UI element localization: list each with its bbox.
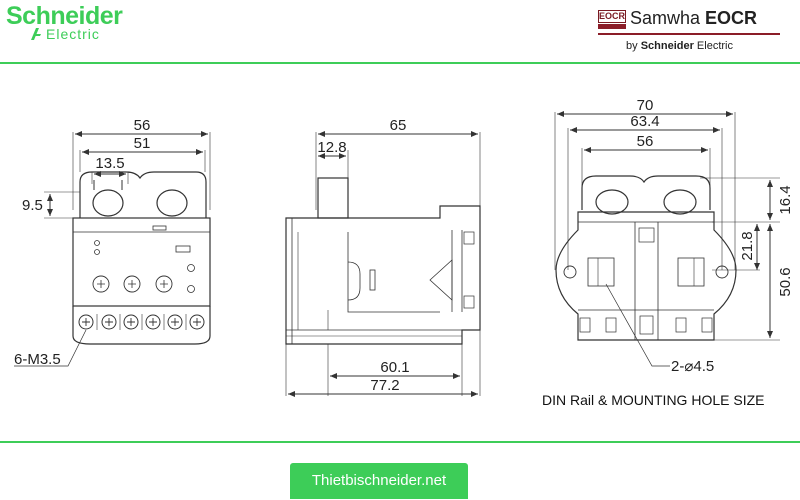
samwha-eocr-logo: EOCR Samwha EOCR by Schneider Electric <box>586 6 786 56</box>
rear-dim-16-4: 16.4 <box>777 185 794 214</box>
terminal-screw-label: 6-M3.5 <box>14 351 61 368</box>
rear-dim-21-8: 21.8 <box>739 231 756 260</box>
side-view <box>285 131 481 397</box>
samwha-eocr-title: Samwha EOCR <box>630 8 757 29</box>
top-green-rule <box>0 62 800 64</box>
rear-dim-56: 56 <box>637 133 654 150</box>
side-dim-12-8: 12.8 <box>317 139 346 156</box>
schneider-logo-icon <box>31 28 41 40</box>
side-dim-77-2: 77.2 <box>370 377 399 394</box>
mounting-hole-label: 2-⌀4.5 <box>671 358 714 375</box>
front-dim-13-5: 13.5 <box>95 155 124 172</box>
by-schneider-line: by Schneider Electric <box>626 40 733 52</box>
website-badge[interactable]: Thietbischneider.net <box>290 463 468 499</box>
samwha-text: Samwha <box>630 8 706 28</box>
rear-dim-50-6: 50.6 <box>777 267 794 296</box>
eocr-mark-text: EOCR <box>598 10 626 23</box>
eocr-text: EOCR <box>705 8 758 28</box>
by-prefix: by <box>626 40 641 52</box>
side-dim-65: 65 <box>390 117 407 134</box>
front-dim-56: 56 <box>134 117 151 134</box>
by-brand: Schneider <box>640 40 694 52</box>
eocr-mark-bar <box>598 24 626 29</box>
rear-dim-70: 70 <box>637 97 654 114</box>
din-rail-caption: DIN Rail & MOUNTING HOLE SIZE <box>542 392 764 408</box>
schneider-electric-logo: Schneider Electric <box>6 2 146 46</box>
front-view <box>14 131 211 367</box>
samwha-red-rule <box>598 33 780 35</box>
side-dim-60-1: 60.1 <box>380 359 409 376</box>
eocr-mark-icon: EOCR <box>598 10 626 30</box>
logo-electric-text: Electric <box>46 26 100 42</box>
front-dim-9-5: 9.5 <box>22 197 43 214</box>
front-dim-51: 51 <box>134 135 151 152</box>
rear-dim-63-4: 63.4 <box>630 113 659 130</box>
logo-schneider-text: Schneider <box>6 2 123 30</box>
header: Schneider Electric EOCR Samwha EOCR by S… <box>0 0 800 62</box>
bottom-green-rule <box>0 441 800 443</box>
by-suffix: Electric <box>693 40 733 52</box>
rear-view <box>554 111 780 367</box>
